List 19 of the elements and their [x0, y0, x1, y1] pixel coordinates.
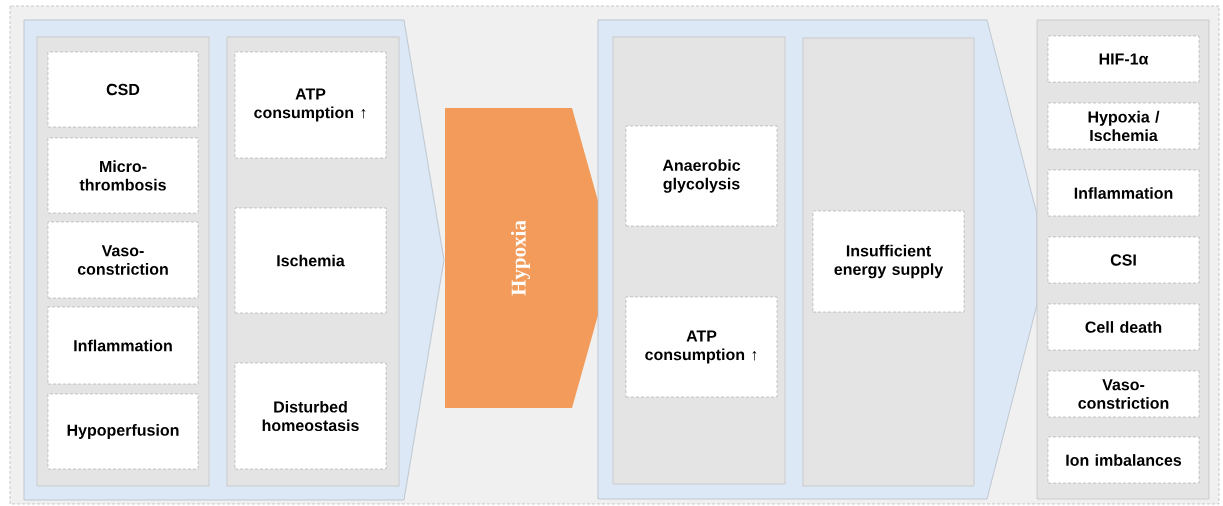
text-box: Disturbed homeostasis	[234, 362, 387, 470]
text-box: Inflammation	[47, 306, 199, 385]
text-box: Insufficient energy supply	[812, 210, 965, 313]
text-box: Inflammation	[1047, 169, 1200, 217]
text-box: Hypoperfusion	[47, 393, 199, 470]
text-box: ATP consumption ↑	[625, 296, 778, 398]
arrow-block: Hypoxia	[445, 108, 614, 408]
text-box: Vaso-constriction	[47, 221, 199, 299]
text-box: CSI	[1047, 236, 1200, 284]
text-box: Anaerobic glycolysis	[625, 125, 778, 227]
text-box: CSD	[47, 51, 199, 128]
text-box: Ischemia	[234, 207, 387, 314]
text-box: Vaso-constriction	[1047, 370, 1200, 418]
text-box: Micro-thrombosis	[47, 137, 199, 214]
text-box: Cell death	[1047, 303, 1200, 351]
text-box: Ion imbalances	[1047, 436, 1200, 484]
text-box: Hypoxia / Ischemia	[1047, 102, 1200, 150]
text-box: HIF-1α	[1047, 35, 1200, 83]
text-box: ATP consumption ↑	[234, 51, 387, 159]
